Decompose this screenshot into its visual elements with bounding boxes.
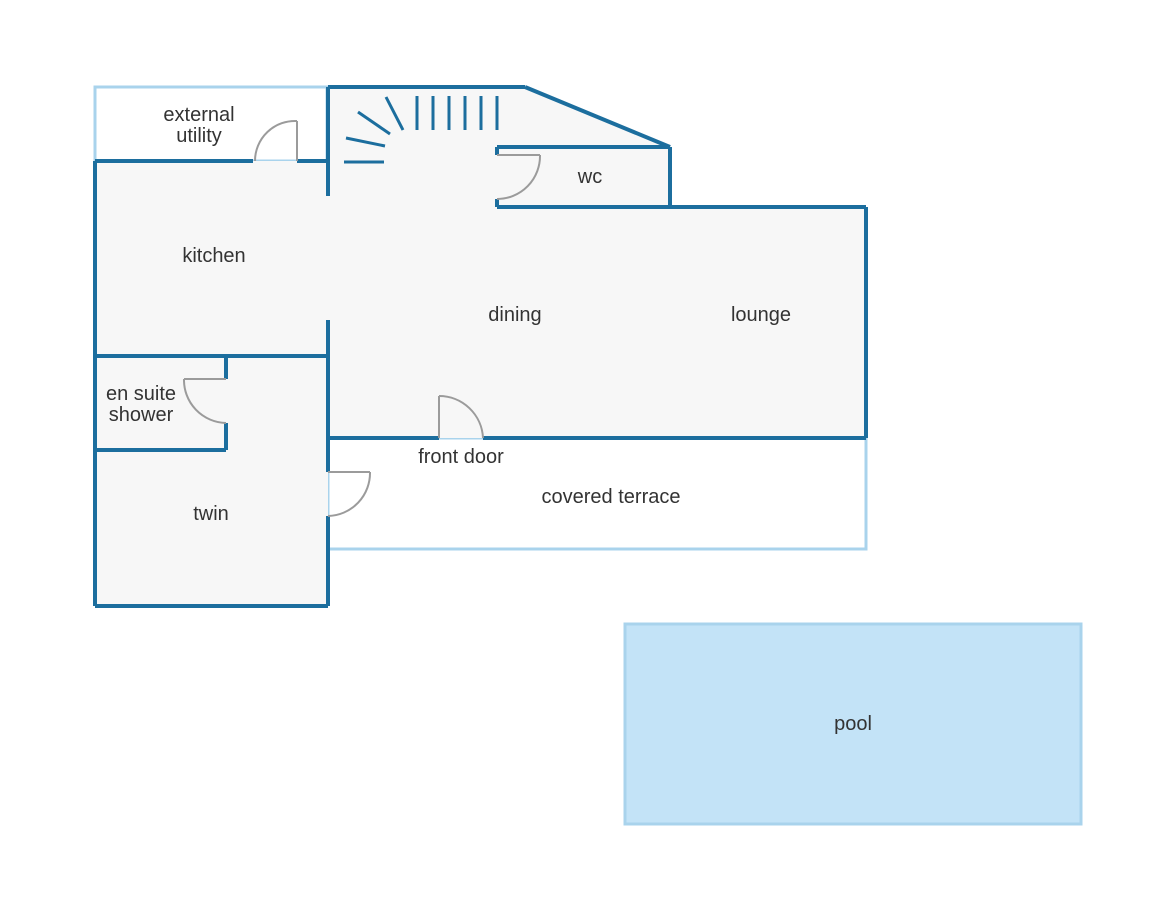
label-twin: twin	[193, 503, 229, 525]
interior-floor	[95, 87, 866, 606]
wc-door	[496, 154, 542, 200]
label-external-utility-line1: external	[163, 104, 234, 126]
label-external-utility-line2: utility	[176, 125, 222, 147]
label-en-suite-line1: en suite	[106, 383, 176, 405]
doors	[182, 119, 542, 517]
label-lounge: lounge	[731, 304, 791, 326]
twin-door	[327, 471, 372, 517]
label-covered-terrace: covered terrace	[542, 486, 681, 508]
staircase	[344, 96, 499, 164]
label-en-suite-line2: shower	[109, 404, 174, 426]
front-door-swing	[438, 394, 484, 439]
pool-area	[623, 622, 1083, 826]
stair-diagonal-wall	[524, 85, 671, 149]
utility-door	[253, 119, 298, 162]
ensuite-door	[182, 378, 227, 424]
walls	[93, 85, 868, 608]
label-pool: pool	[834, 713, 872, 735]
label-kitchen: kitchen	[182, 245, 245, 267]
label-front-door: front door	[418, 446, 504, 468]
label-wc: wc	[577, 166, 602, 188]
label-dining: dining	[488, 304, 541, 326]
